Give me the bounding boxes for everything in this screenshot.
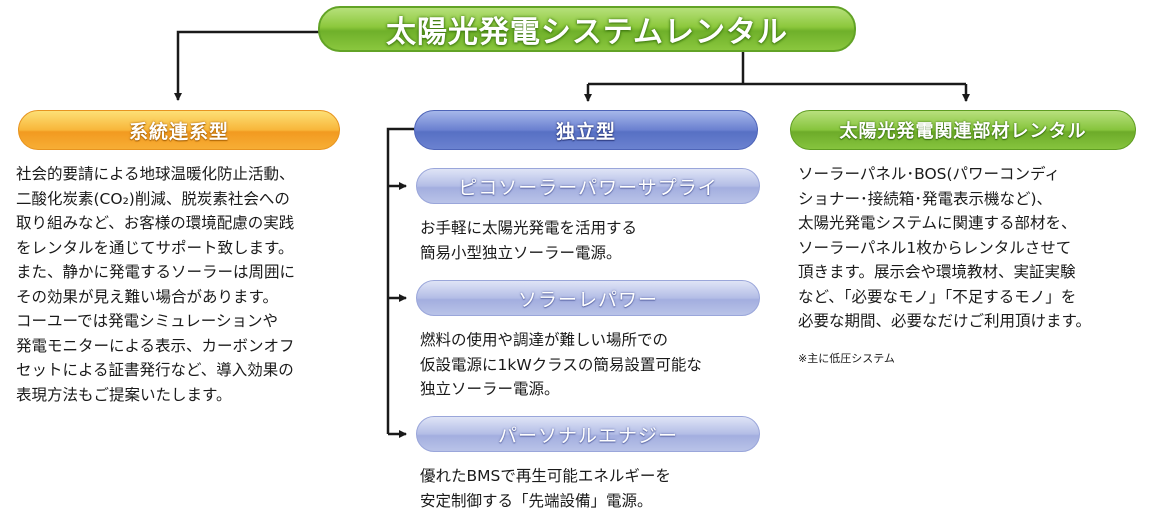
text-line: など、「必要なモノ」「不足するモノ」を	[798, 287, 1077, 306]
text-line: お手軽に太陽光発電を活用する	[420, 219, 638, 237]
text-line: セットによる証書発行など、導入効果の	[16, 361, 294, 379]
category-standalone-label: 独立型	[414, 110, 758, 150]
category-parts-label: 太陽光発電関連部材レンタル	[790, 110, 1136, 150]
connector-title-to-grid	[174, 30, 320, 101]
sub-item-personal-energy-description: 優れたBMSで再生可能エネルギーを 安定制御する「先端設備」電源。	[420, 464, 671, 513]
text-line: 太陽光発電システムに関連する部材を、	[798, 214, 1077, 232]
sub-item-pico-solar-label: ピコソーラーパワーサプライ	[416, 168, 760, 204]
text-line: 仮設電源に1kWクラスの簡易設置可能な	[420, 355, 702, 374]
text-line: 燃料の使用や調達が難しい場所での	[420, 331, 669, 349]
text-line: 頂きます。展示会や環境教材、実証実験	[798, 263, 1076, 281]
category-parts-note: ※主に低圧システム	[798, 352, 895, 365]
text-line: 二酸化炭素(CO₂)削減、脱炭素社会への	[16, 189, 290, 208]
text-line: ソーラーパネル･BOS(パワーコンディ	[798, 165, 1060, 183]
text-line: 簡易小型独立ソーラー電源。	[420, 243, 622, 262]
connector-standalone-spine	[386, 127, 414, 434]
text-line: 社会的要請による地球温暖化防止活動、	[16, 165, 295, 183]
sub-item-solare-power-description: 燃料の使用や調達が難しい場所での 仮設電源に1kWクラスの簡易設置可能な 独立ソ…	[420, 328, 702, 402]
category-grid-description: 社会的要請による地球温暖化防止活動、 二酸化炭素(CO₂)削減、脱炭素社会への …	[16, 162, 295, 407]
text-line: 発電モニターによる表示、カーボンオフ	[16, 336, 295, 355]
sub-item-solare-power-label: ソラーレパワー	[416, 280, 760, 316]
sub-item-pico-solar-description: お手軽に太陽光発電を活用する 簡易小型独立ソーラー電源。	[420, 216, 637, 265]
category-grid-label: 系統連系型	[18, 110, 340, 150]
text-line: また、静かに発電するソーラーは周囲に	[16, 263, 296, 281]
text-line: 必要な期間、必要なだけご利用頂けます。	[798, 312, 1091, 330]
text-line: ショナー･接続箱･発電表示機など)、	[798, 189, 1053, 208]
text-line: 取り組みなど、お客様の環境配慮の実践	[16, 214, 295, 232]
text-line: その効果が見え難い場合があります。	[16, 287, 278, 306]
sub-item-personal-energy-label: パーソナルエナジー	[416, 416, 760, 452]
category-parts-description: ソーラーパネル･BOS(パワーコンディ ショナー･接続箱･発電表示機など)、 太…	[798, 162, 1091, 334]
text-line: 安定制御する「先端設備」電源。	[420, 491, 653, 510]
text-line: ソーラーパネル1枚からレンタルさせて	[798, 238, 1072, 257]
page-title: 太陽光発電システムレンタル	[318, 6, 856, 52]
text-line: をレンタルを通じてサポート致します。	[16, 238, 294, 257]
text-line: コーユーでは発電シミュレーションや	[16, 312, 278, 330]
text-line: 独立ソーラー電源。	[420, 380, 560, 398]
text-line: 表現方法もご提案いたします。	[16, 385, 232, 404]
text-line: 優れたBMSで再生可能エネルギーを	[420, 467, 671, 485]
